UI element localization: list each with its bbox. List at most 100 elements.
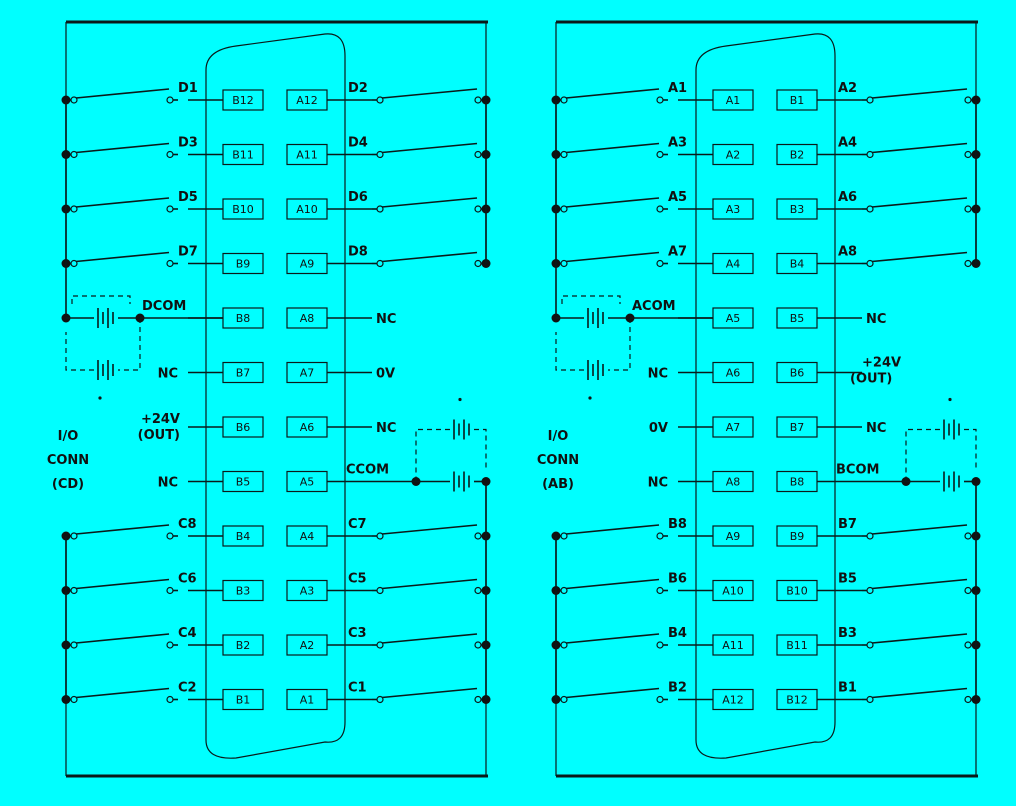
pin-label-right: B6 bbox=[790, 367, 805, 380]
pin-label-right: A10 bbox=[296, 203, 318, 216]
signal-label-left: DCOM bbox=[142, 299, 186, 314]
alt-supply-dashed bbox=[905, 428, 940, 482]
switch-icon bbox=[372, 88, 486, 104]
io-conn-label-line: (CD) bbox=[52, 477, 84, 492]
switch-lever bbox=[75, 197, 170, 208]
signal-label-left: NC bbox=[158, 367, 178, 382]
signal-label-right: A2 bbox=[838, 81, 857, 96]
switch-icon bbox=[66, 251, 178, 268]
signal-label-right: CCOM bbox=[346, 463, 389, 478]
pin-label-left: A5 bbox=[726, 312, 741, 325]
battery-icon bbox=[587, 360, 604, 380]
contact-terminal bbox=[70, 532, 78, 540]
contact-terminal bbox=[560, 150, 568, 159]
switch-icon bbox=[372, 142, 486, 159]
signal-label-left: NC bbox=[648, 476, 668, 491]
contact-terminal bbox=[656, 150, 664, 159]
contact-terminal bbox=[70, 695, 78, 704]
switch-icon bbox=[66, 142, 178, 159]
alt-supply-dashed bbox=[608, 318, 631, 371]
contact-terminal bbox=[964, 205, 972, 213]
contact-terminal bbox=[376, 641, 384, 649]
contact-terminal bbox=[560, 532, 568, 540]
contact-terminal bbox=[866, 205, 874, 213]
pin-label-left: B11 bbox=[232, 149, 254, 162]
pin-label-left: B4 bbox=[236, 530, 251, 543]
switch-lever bbox=[381, 524, 478, 535]
battery-icon bbox=[587, 308, 604, 328]
pin-label-right: B10 bbox=[786, 585, 808, 598]
switch-icon bbox=[556, 197, 668, 213]
switch-lever bbox=[871, 524, 968, 535]
switch-icon bbox=[372, 578, 486, 595]
signal-label-right: NC bbox=[376, 312, 396, 327]
pin-label-right: A4 bbox=[300, 530, 315, 543]
contact-terminal bbox=[474, 150, 482, 159]
polarity-mark bbox=[948, 397, 952, 402]
contact-terminal bbox=[474, 641, 482, 649]
pin-label-right: B11 bbox=[786, 639, 808, 652]
alt-supply-dashed bbox=[474, 428, 487, 468]
contact-terminal bbox=[376, 150, 384, 159]
contact-terminal bbox=[70, 205, 78, 213]
pin-label-right: A12 bbox=[296, 94, 318, 107]
pin-label-left: A4 bbox=[726, 258, 741, 271]
alt-supply-dashed bbox=[561, 295, 621, 304]
contact-terminal bbox=[560, 96, 568, 104]
signal-label-right: C1 bbox=[348, 681, 367, 696]
battery-icon bbox=[453, 419, 470, 440]
contact-terminal bbox=[166, 96, 174, 104]
switch-icon bbox=[66, 578, 178, 595]
pin-label-left: A1 bbox=[726, 94, 741, 107]
contact-terminal bbox=[166, 150, 174, 159]
contact-terminal bbox=[866, 259, 874, 268]
pin-label-right: B2 bbox=[790, 149, 805, 162]
polarity-mark bbox=[98, 396, 102, 400]
contact-terminal bbox=[166, 695, 174, 704]
signal-label-right: NC bbox=[866, 421, 886, 436]
signal-label-right: C7 bbox=[348, 517, 367, 532]
contact-terminal bbox=[376, 586, 384, 595]
contact-terminal bbox=[656, 586, 664, 595]
signal-label-right: C3 bbox=[348, 626, 367, 641]
contact-terminal bbox=[70, 259, 78, 268]
pin-label-right: A8 bbox=[300, 312, 315, 325]
contact-terminal bbox=[560, 259, 568, 268]
switch-icon bbox=[372, 197, 486, 213]
io-conn-label-line: I/O bbox=[548, 429, 569, 444]
switch-lever bbox=[565, 251, 660, 263]
alt-supply-dashed bbox=[118, 318, 141, 371]
contact-terminal bbox=[560, 641, 568, 649]
contact-terminal bbox=[560, 586, 568, 595]
contact-terminal bbox=[964, 259, 972, 268]
contact-terminal bbox=[656, 532, 664, 540]
signal-label-left: D5 bbox=[178, 190, 198, 205]
contact-terminal bbox=[376, 532, 384, 540]
pin-label-left: B8 bbox=[236, 312, 251, 325]
pin-label-left: B5 bbox=[236, 476, 251, 489]
switch-lever bbox=[565, 633, 660, 644]
signal-label-left: A7 bbox=[668, 245, 687, 260]
io-conn-label-line: (AB) bbox=[542, 477, 574, 492]
signal-label-right: NC bbox=[376, 421, 396, 436]
switch-lever bbox=[381, 687, 478, 699]
pin-label-right: B5 bbox=[790, 312, 805, 325]
pin-label-left: A10 bbox=[722, 585, 744, 598]
contact-terminal bbox=[866, 150, 874, 159]
pin-label-left: A8 bbox=[726, 476, 741, 489]
pin-label-left: A7 bbox=[726, 421, 741, 434]
contact-terminal bbox=[166, 532, 174, 540]
signal-label-right: A8 bbox=[838, 245, 857, 260]
switch-icon bbox=[862, 633, 976, 649]
switch-icon bbox=[556, 633, 668, 649]
pin-label-right: B8 bbox=[790, 476, 805, 489]
